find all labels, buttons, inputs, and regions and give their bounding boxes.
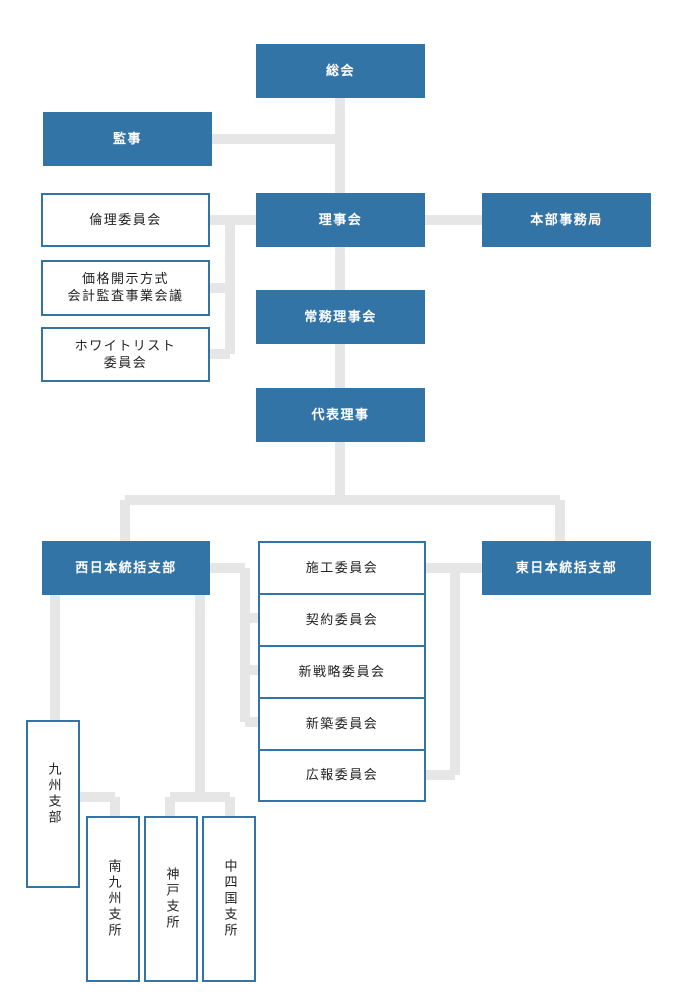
committee-contract: 契約委員会 — [258, 593, 426, 647]
east-branch-box: 東日本統括支部 — [482, 541, 651, 595]
ethics-committee-box: 倫理委員会 — [41, 193, 210, 247]
committee-new-strategy: 新戦略委員会 — [258, 645, 426, 699]
price-disclosure-committee-box: 価格開示方式 会計監査事業会議 — [41, 260, 210, 316]
committee-new-construction: 新築委員会 — [258, 697, 426, 751]
general-assembly-box: 総会 — [256, 44, 425, 98]
whitelist-committee-box: ホワイトリスト 委員会 — [41, 327, 210, 382]
chushikoku-branch-box: 中四国支所 — [202, 816, 256, 982]
west-branch-box: 西日本統括支部 — [42, 541, 210, 595]
kyushu-branch-box: 九州支部 — [26, 720, 80, 888]
representative-director-box: 代表理事 — [256, 388, 425, 442]
headquarters-office-box: 本部事務局 — [482, 193, 651, 247]
auditor-box: 監事 — [43, 112, 212, 166]
committee-construction: 施工委員会 — [258, 541, 426, 595]
committee-public-relations: 広報委員会 — [258, 749, 426, 802]
executive-board-box: 常務理事会 — [256, 290, 425, 344]
board-box: 理事会 — [256, 193, 425, 247]
south-kyushu-branch-box: 南九州支所 — [86, 816, 140, 982]
kobe-branch-box: 神戸支所 — [144, 816, 198, 982]
